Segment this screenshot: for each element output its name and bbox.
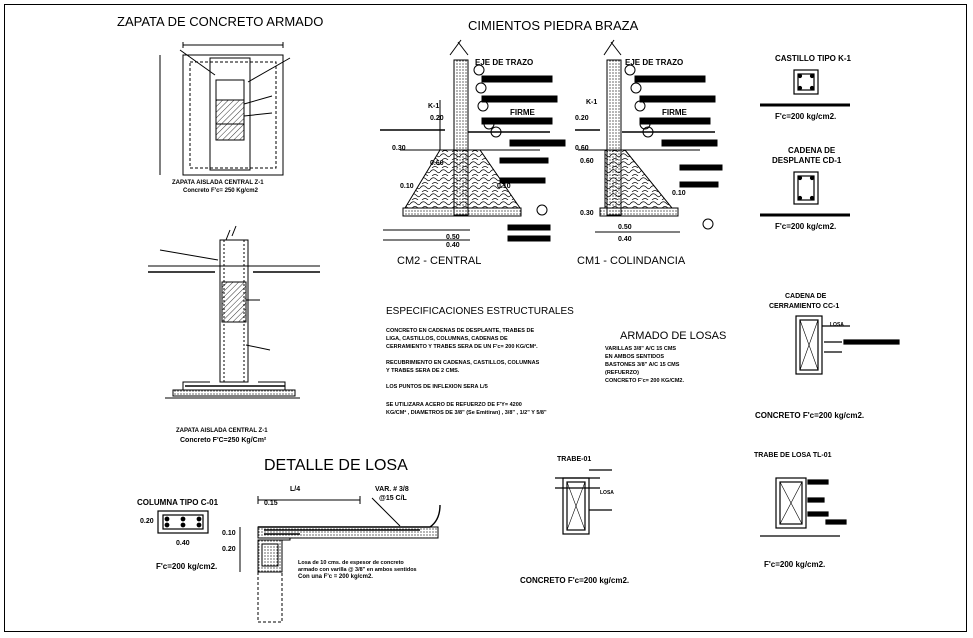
eje-trazo-central: EJE DE TRAZO <box>475 58 534 67</box>
trabe-losa-tl01 <box>760 477 847 537</box>
trabe-losa-concrete: F'c=200 kg/cm2. <box>764 560 826 569</box>
zapata-plan-caption: ZAPATA AISLADA CENTRAL Z-1 <box>172 180 264 186</box>
trabe01-title: TRABE-01 <box>557 456 592 463</box>
dim-cm2-030: 0.30 <box>392 145 406 152</box>
firme-central: FIRME <box>510 108 535 117</box>
trabe-01 <box>555 469 612 535</box>
spec-line-3: LOS PUNTOS DE INFLEXION SERA L/5 <box>386 384 488 390</box>
losa-var-spacing: @15 C/L <box>379 495 407 502</box>
losa-var-label: VAR. # 3/8 <box>375 486 409 493</box>
dim-cm2-010b: 0.10 <box>497 183 511 190</box>
cadena-desplante-concrete: F'c=200 kg/cm2. <box>775 222 837 231</box>
trabe01-concrete: CONCRETO F'c=200 kg/cm2. <box>520 576 630 585</box>
title-cimientos: CIMIENTOS PIEDRA BRAZA <box>468 18 639 33</box>
zapata-section-concrete: Concreto F'C=250 Kg/Cm² <box>180 437 267 444</box>
losa-label-cc1: LOSA <box>830 322 844 328</box>
cimiento-central <box>380 39 566 242</box>
armado-line-5: CONCRETO F'c= 200 KG/CM2. <box>605 378 684 384</box>
spec-line-1c: CERRAMIENTO Y TRABES SERA DE UN F'c= 200… <box>386 344 538 350</box>
spec-line-2: RECUBRIMIENTO EN CADENAS, CASTILLOS, COL… <box>386 360 540 366</box>
castillo-concrete: F'c=200 kg/cm2. <box>775 112 837 121</box>
columna-title: COLUMNA TIPO C-01 <box>137 498 219 507</box>
zapata-section-caption: ZAPATA AISLADA CENTRAL Z-1 <box>176 428 268 434</box>
dim-cm1-040: 0.40 <box>618 236 632 243</box>
label-cm1-colindancia: CM1 - COLINDANCIA <box>577 255 686 267</box>
spec-line-4b: KG/CM² , DIAMETROS DE 3/8" (Se Emitiran)… <box>386 410 547 416</box>
trabe-losa-title: TRABE DE LOSA TL-01 <box>754 452 832 459</box>
spec-line-1: CONCRETO EN CADENAS DE DESPLANTE, TRABES… <box>386 328 535 334</box>
columna-dim-040: 0.40 <box>176 540 190 547</box>
cadena-cerramiento-title: CADENA DE <box>785 293 827 300</box>
zapata-plan <box>159 42 291 176</box>
detalle-losa <box>239 496 441 623</box>
cadena-cerramiento-title2: CERRAMIENTO CC-1 <box>769 303 840 310</box>
dim-cm2-060: 0.60 <box>430 160 444 167</box>
dim-cm2-010: 0.10 <box>400 183 414 190</box>
losa-dim-l4: L/4 <box>290 486 301 493</box>
losa-nota-2: armado con varilla @ 3/8" en ambos senti… <box>298 567 417 573</box>
columna-c01 <box>157 510 209 534</box>
firme-colindancia: FIRME <box>662 108 687 117</box>
losa-dim-015: 0.15 <box>264 500 278 507</box>
castillo-title: CASTILLO TIPO K-1 <box>775 54 851 63</box>
losa-dim-020: 0.20 <box>222 546 236 553</box>
dim-cm2-040: 0.40 <box>446 242 460 249</box>
castillo-k1 <box>760 69 850 107</box>
armado-line-4: (REFUERZO) <box>605 370 639 376</box>
title-armado-losas: ARMADO DE LOSAS <box>620 330 727 342</box>
columna-concrete: F'c=200 kg/cm2. <box>156 562 218 571</box>
dim-cm1-060b: 0.60 <box>575 145 589 152</box>
title-especificaciones: ESPECIFICACIONES ESTRUCTURALES <box>386 306 574 317</box>
cimiento-colindancia <box>575 39 723 233</box>
cadena-cerramiento <box>795 315 900 375</box>
k1-central: K-1 <box>428 103 440 110</box>
cadena-desplante-title: CADENA DE <box>788 146 836 155</box>
cadena-cerramiento-concrete: CONCRETO F'c=200 kg/cm2. <box>755 411 865 420</box>
losa-dim-010: 0.10 <box>222 530 236 537</box>
dim-cm1-010: 0.10 <box>672 190 686 197</box>
losa-nota-1: Losa de 10 cms. de espesor de concreto <box>298 560 404 566</box>
dim-cm1-030: 0.30 <box>580 210 594 217</box>
dim-cm1-050: 0.50 <box>618 224 632 231</box>
label-cm2-central: CM2 - CENTRAL <box>397 255 482 267</box>
eje-trazo-colindancia: EJE DE TRAZO <box>625 58 684 67</box>
title-zapata: ZAPATA DE CONCRETO ARMADO <box>117 14 324 29</box>
drawing-border <box>4 4 967 632</box>
losa-nota-3: Con una F'c = 200 kg/cm2. <box>298 574 373 580</box>
armado-line-1: VARILLAS 3/8" A/C 15 CMS <box>605 346 677 352</box>
spec-line-4: SE UTILIZARA ACERO DE REFUERZO DE F'Y= 4… <box>386 402 522 408</box>
title-detalle-losa: DETALLE DE LOSA <box>264 457 408 474</box>
armado-line-3: BASTONES 3/8" A/C 15 CMS <box>605 362 680 368</box>
k1-colindancia: K-1 <box>586 99 598 106</box>
spec-line-2b: Y TRABES SERA DE 2 CMS. <box>386 368 460 374</box>
dim-cm2-050: 0.50 <box>446 234 460 241</box>
spec-line-1b: LIGA, CASTILLOS, COLUMNAS, CADENAS DE <box>386 336 508 342</box>
zapata-section <box>148 225 320 399</box>
cadena-desplante <box>760 171 850 217</box>
trabe01-losa: LOSA <box>600 490 614 496</box>
armado-line-2: EN AMBOS SENTIDOS <box>605 354 665 360</box>
dim-cm2-020: 0.20 <box>430 115 444 122</box>
dim-cm1-020: 0.20 <box>575 115 589 122</box>
columna-dim-020: 0.20 <box>140 518 154 525</box>
zapata-plan-concrete: Concreto F'c= 250 Kg/cm2 <box>183 188 258 194</box>
dim-cm1-060: 0.60 <box>580 158 594 165</box>
cadena-desplante-title2: DESPLANTE CD-1 <box>772 156 842 165</box>
